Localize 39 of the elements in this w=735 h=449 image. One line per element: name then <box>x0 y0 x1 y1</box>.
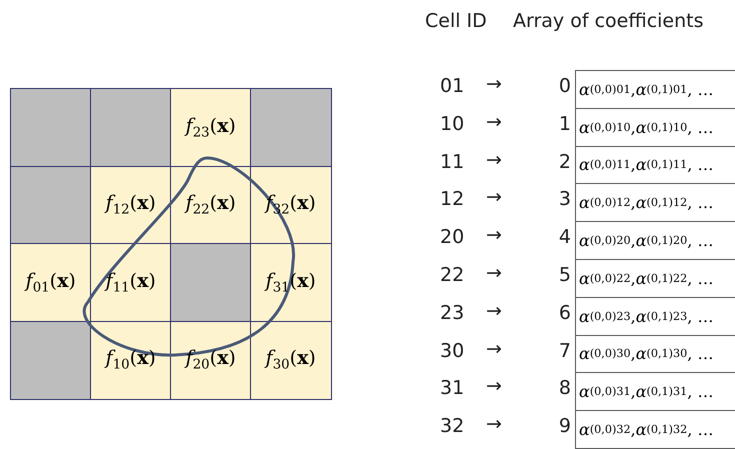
mapping-arrow: → <box>486 300 502 322</box>
cell-id: 31 <box>440 377 464 400</box>
array-index: 2 <box>558 150 571 173</box>
mapping-arrow: → <box>486 148 502 171</box>
cell-id: 22 <box>440 264 464 286</box>
mapping-arrow: → <box>486 110 502 133</box>
array-index: 4 <box>558 226 571 248</box>
grid-cell: f$_{22}$(x) <box>170 166 252 244</box>
cell-id: 10 <box>440 112 464 135</box>
grid-cell: f$_{11}$(x) <box>90 243 172 322</box>
mapping-arrow: → <box>486 186 502 208</box>
cell-id: 20 <box>440 226 464 248</box>
grid-cell: f$_{30}$(x) <box>250 320 332 400</box>
array-index: 0 <box>558 75 571 97</box>
mapping-arrow: → <box>486 338 502 360</box>
array-index: 6 <box>558 302 571 324</box>
mapping-arrow: → <box>486 413 502 436</box>
array-index: 7 <box>558 340 571 362</box>
mapping-arrow: → <box>486 375 502 398</box>
cell-id: 01 <box>440 75 464 97</box>
cell-id: 32 <box>440 415 464 438</box>
grid-cell: f$_{01}$(x) <box>10 243 92 322</box>
grid-cell: f$_{23}$(x) <box>170 88 252 167</box>
array-index: 1 <box>558 112 571 135</box>
cell-id: 23 <box>440 302 464 324</box>
cell-id: 11 <box>440 150 464 173</box>
mapping-arrow: → <box>486 73 502 95</box>
grid-cell: f$_{12}$(x) <box>90 166 172 244</box>
array-index: 9 <box>558 415 571 438</box>
mapping-arrow: → <box>486 224 502 246</box>
cell-id: 30 <box>440 340 464 362</box>
grid-cell: f$_{31}$(x) <box>250 243 332 322</box>
array-index: 8 <box>558 377 571 400</box>
mapping-arrow: → <box>486 262 502 284</box>
column-header: Array of coefficients <box>513 10 704 32</box>
cell-id: 12 <box>440 188 464 210</box>
array-index: 5 <box>558 264 571 286</box>
array-index: 3 <box>558 188 571 210</box>
column-header: Cell ID <box>425 10 487 32</box>
